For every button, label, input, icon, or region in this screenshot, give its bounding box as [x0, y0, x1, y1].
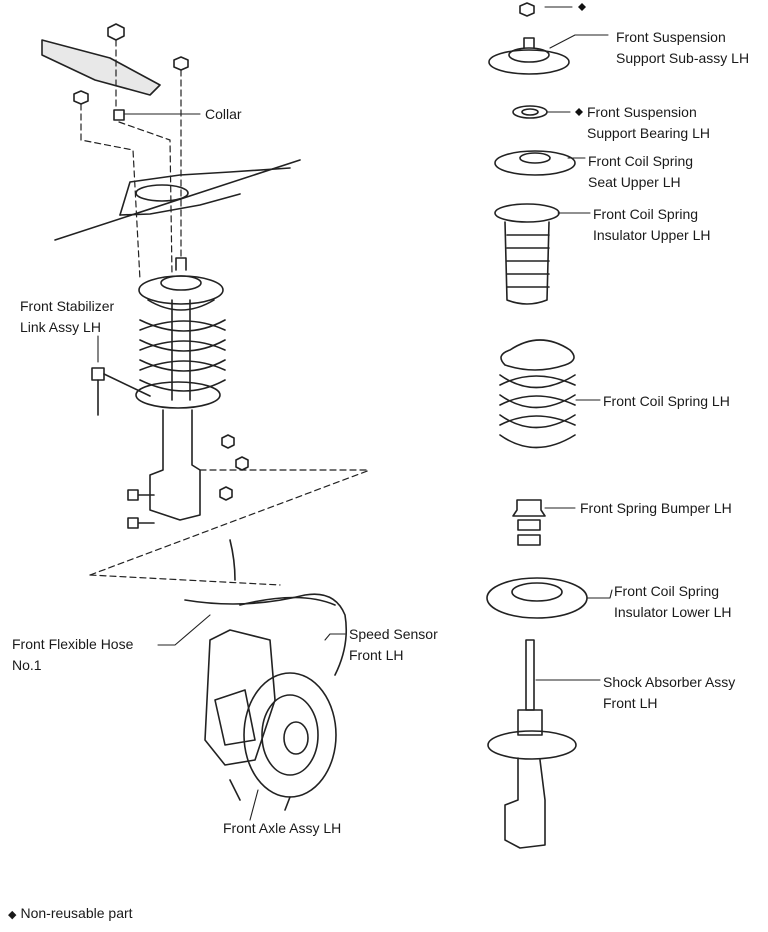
legend-diamond-icon: ◆	[8, 909, 17, 921]
strut-bolts	[127, 434, 249, 529]
label-speed-sensor-line1: Speed Sensor	[349, 626, 438, 642]
label-insulator-up-line2: Insulator Upper LH	[593, 227, 711, 243]
label-stabilizer-line1: Front Stabilizer	[20, 298, 115, 314]
label-collar: Collar	[205, 106, 242, 122]
label-speed-sensor: Speed Sensor Front LH	[349, 624, 438, 666]
label-flex-hose-line2: No.1	[12, 657, 42, 673]
label-shock-line1: Shock Absorber Assy	[603, 674, 736, 690]
label-seat-line1: Front Coil Spring	[588, 153, 694, 169]
label-shock-absorber: Shock Absorber Assy Front LH	[603, 672, 735, 714]
non-reusable-marks	[575, 3, 586, 116]
legend: ◆Non-reusable part	[8, 903, 133, 926]
exploded-parts	[486, 2, 588, 849]
assembled-strut	[135, 257, 226, 521]
axle-assembly	[184, 539, 348, 811]
label-insulator-low-line2: Insulator Lower LH	[614, 604, 732, 620]
label-seat-upper: Front Coil Spring Seat Upper LH	[588, 151, 693, 193]
label-support-bearing: Front Suspension Support Bearing LH	[587, 102, 710, 144]
stabilizer-link	[91, 367, 151, 416]
label-flexible-hose: Front Flexible Hose No.1	[12, 634, 133, 676]
leader-lines	[97, 6, 613, 821]
body-panel	[41, 39, 301, 241]
label-insulator-upper: Front Coil Spring Insulator Upper LH	[593, 204, 711, 246]
label-insulator-lower: Front Coil Spring Insulator Lower LH	[614, 581, 732, 623]
upper-nuts	[73, 23, 189, 121]
label-stabilizer-link: Front Stabilizer Link Assy LH	[20, 296, 114, 338]
label-coil-spring: Front Coil Spring LH	[603, 393, 730, 409]
label-bearing-line2: Support Bearing LH	[587, 125, 710, 141]
label-seat-line2: Seat Upper LH	[588, 174, 681, 190]
label-front-axle: Front Axle Assy LH	[223, 820, 342, 836]
legend-text: Non-reusable part	[20, 905, 133, 921]
label-flex-hose-line1: Front Flexible Hose	[12, 636, 134, 652]
label-spring-bumper: Front Spring Bumper LH	[580, 500, 732, 516]
label-insulator-up-line1: Front Coil Spring	[593, 206, 699, 222]
label-support-line1: Front Suspension	[616, 29, 726, 45]
label-insulator-low-line1: Front Coil Spring	[614, 583, 720, 599]
label-shock-line2: Front LH	[603, 695, 658, 711]
label-speed-sensor-line2: Front LH	[349, 647, 404, 663]
label-support-subassy: Front Suspension Support Sub-assy LH	[616, 27, 749, 69]
label-bearing-line1: Front Suspension	[587, 104, 697, 120]
label-stabilizer-line2: Link Assy LH	[20, 319, 101, 335]
label-support-line2: Support Sub-assy LH	[616, 50, 750, 66]
